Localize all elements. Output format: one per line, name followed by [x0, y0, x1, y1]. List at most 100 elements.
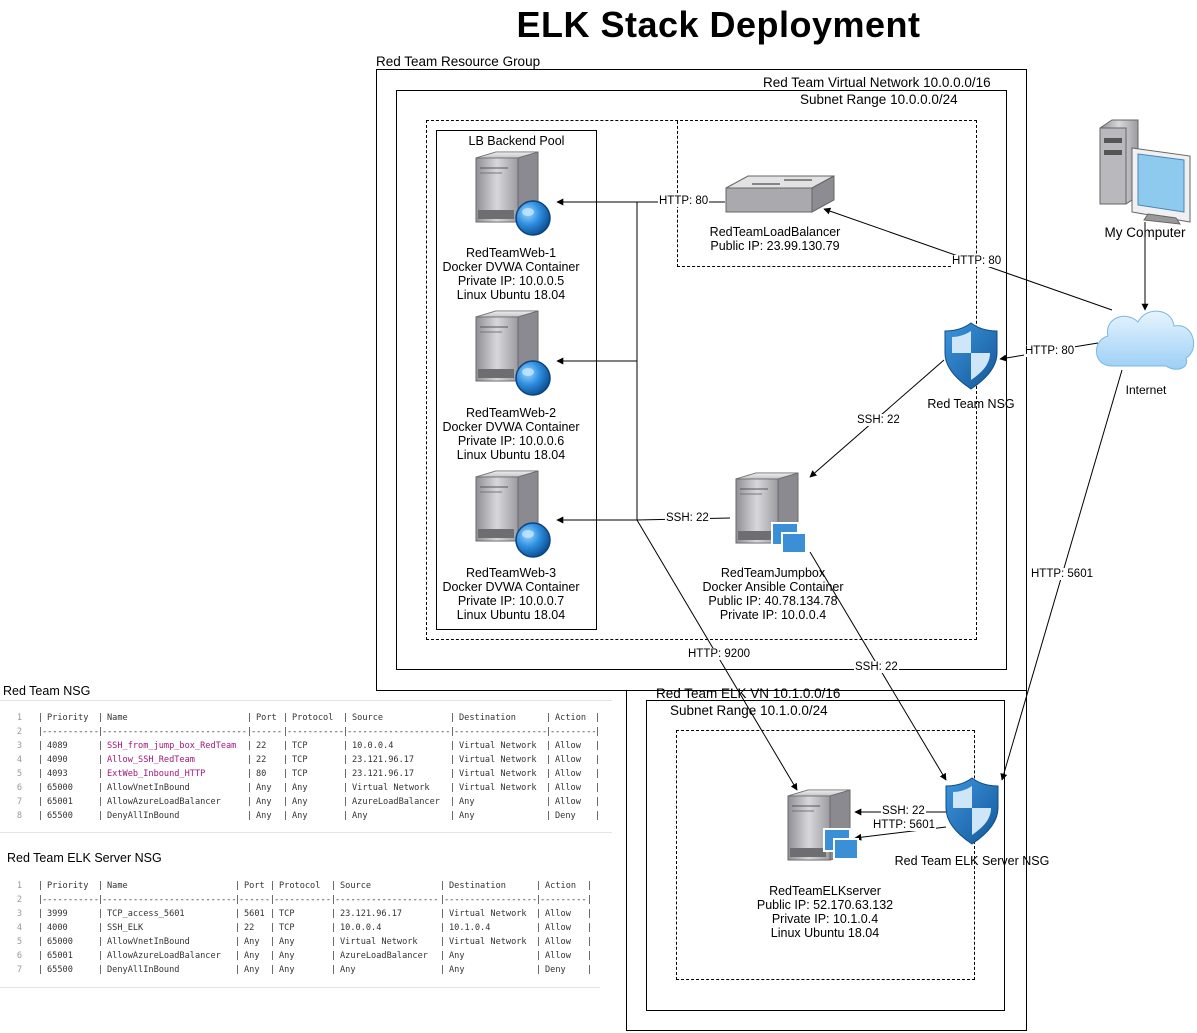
table-pipe: |: [595, 741, 601, 751]
web2-name: RedTeamWeb-2: [465, 406, 557, 420]
web2-ip: Private IP: 10.0.0.6: [457, 434, 565, 448]
subnet-cutout-edge-h: [677, 266, 976, 267]
table-pipe: |: [38, 727, 44, 737]
table-pipe: |: [343, 741, 349, 751]
table-pipe: |: [331, 951, 337, 961]
table-cell: 23.121.96.17: [352, 769, 415, 779]
table-header-cell: Port: [256, 713, 277, 723]
line-number: 6: [16, 951, 22, 961]
line-number: 1: [16, 713, 22, 723]
table-sep-dashes: ----------------------------------------…: [251, 727, 283, 737]
table-pipe: |: [450, 727, 456, 737]
table-pipe: |: [450, 797, 456, 807]
elk-nsg-label: Red Team ELK Server NSG: [894, 854, 1050, 868]
table-pipe: |: [536, 895, 542, 905]
table-pipe: |: [440, 909, 446, 919]
web2-label: RedTeamWeb-2 Docker DVWA Container Priva…: [426, 406, 596, 462]
table-pipe: |: [450, 741, 456, 751]
table-pipe: |: [235, 923, 241, 933]
table-row: 5|4093|ExtWeb_Inbound_HTTP|80|TCP|23.121…: [0, 767, 612, 781]
table-pipe: |: [440, 951, 446, 961]
table-pipe: |: [587, 923, 593, 933]
table-pipe: |: [450, 769, 456, 779]
jumpbox-private-ip: Private IP: 10.0.0.4: [719, 608, 827, 622]
table-row: 6|65000|AllowVnetInBound|Any|Any|Virtual…: [0, 781, 612, 795]
table-separator: 2|--------------------------------------…: [0, 725, 612, 739]
table-header-cell: Priority: [47, 713, 89, 723]
table-cell: Any: [279, 951, 295, 961]
table-pipe: |: [595, 797, 601, 807]
table-pipe: |: [38, 783, 44, 793]
table-cell: Any: [459, 811, 475, 821]
table-cell: DenyAllInBound: [107, 965, 180, 975]
table-pipe: |: [247, 797, 253, 807]
table-pipe: |: [440, 881, 446, 891]
edge-label-http80-lb: HTTP: 80: [658, 195, 710, 207]
table-cell: 65001: [47, 797, 73, 807]
table-row: 8|65500|DenyAllInBound|Any|Any|Any|Any|D…: [0, 809, 612, 823]
table-pipe: |: [331, 965, 337, 975]
table-pipe: |: [235, 909, 241, 919]
table-cell: Virtual Network: [449, 937, 527, 947]
table-pipe: |: [450, 811, 456, 821]
table-pipe: |: [283, 727, 289, 737]
table-sep-dashes: ----------------------------------------…: [550, 727, 595, 737]
table-pipe: |: [98, 909, 104, 919]
elk-vn-box-outer: [626, 690, 1027, 1031]
table-cell: Virtual Network: [459, 755, 537, 765]
table-pipe: |: [38, 923, 44, 933]
table-sep-dashes: ----------------------------------------…: [102, 727, 247, 737]
table-pipe: |: [247, 741, 253, 751]
line-number: 8: [16, 811, 22, 821]
table-pipe: |: [331, 909, 337, 919]
table-pipe: |: [440, 965, 446, 975]
table-pipe: |: [536, 965, 542, 975]
table-pipe: |: [98, 881, 104, 891]
elk-private-ip: Private IP: 10.1.0.4: [771, 912, 879, 926]
line-number: 1: [16, 881, 22, 891]
table-pipe: |: [595, 713, 601, 723]
table-pipe: |: [546, 713, 552, 723]
table-pipe: |: [283, 769, 289, 779]
table-pipe: |: [587, 895, 593, 905]
table-pipe: |: [450, 713, 456, 723]
table-cell: Any: [292, 797, 308, 807]
table-cell: 10.1.0.4: [449, 923, 491, 933]
table-row: 5|65000|AllowVnetInBound|Any|Any|Virtual…: [0, 935, 600, 949]
table-cell: 22: [244, 923, 255, 933]
table-pipe: |: [331, 937, 337, 947]
elk-nsg-table-title: Red Team ELK Server NSG: [7, 851, 162, 865]
web1-container: Docker DVWA Container: [442, 260, 580, 274]
table-pipe: |: [595, 769, 601, 779]
jumpbox-name: RedTeamJumpbox: [720, 566, 826, 580]
table-header: 1|Priority|Name|Port|Protocol|Source|Des…: [0, 711, 612, 725]
table-pipe: |: [247, 727, 253, 737]
table-pipe: |: [38, 755, 44, 765]
web2-os: Linux Ubuntu 18.04: [456, 448, 566, 462]
elk-public-ip: Public IP: 52.170.63.132: [756, 898, 894, 912]
table-sep-dashes: ----------------------------------------…: [444, 895, 536, 905]
table-pipe: |: [536, 937, 542, 947]
virtual-network-label: Red Team Virtual Network 10.0.0.0/16: [763, 75, 991, 90]
table-cell: TCP_access_5601: [107, 909, 185, 919]
table-cell: Deny: [555, 811, 576, 821]
table-pipe: |: [546, 727, 552, 737]
table-cell: Any: [256, 811, 272, 821]
table-pipe: |: [247, 783, 253, 793]
table-cell: TCP: [279, 909, 295, 919]
table-pipe: |: [98, 811, 104, 821]
table-row: 4|4090|Allow_SSH_RedTeam|22|TCP|23.121.9…: [0, 753, 612, 767]
web3-os: Linux Ubuntu 18.04: [456, 608, 566, 622]
jumpbox-container: Docker Ansible Container: [702, 580, 844, 594]
resource-group-label: Red Team Resource Group: [376, 54, 541, 69]
table-cell: 23.121.96.17: [340, 909, 403, 919]
table-cell: Any: [256, 783, 272, 793]
lb-label: RedTeamLoadBalancer Public IP: 23.99.130…: [690, 225, 860, 253]
table-pipe: |: [98, 769, 104, 779]
subnet-label: Subnet Range 10.0.0.0/24: [800, 92, 958, 107]
table-pipe: |: [331, 923, 337, 933]
table-cell: 22: [256, 755, 267, 765]
table-cell: Virtual Network: [459, 769, 537, 779]
edge-label-ssh22-elk: SSH: 22: [881, 805, 926, 817]
table-sep-dashes: ----------------------------------------…: [102, 895, 235, 905]
